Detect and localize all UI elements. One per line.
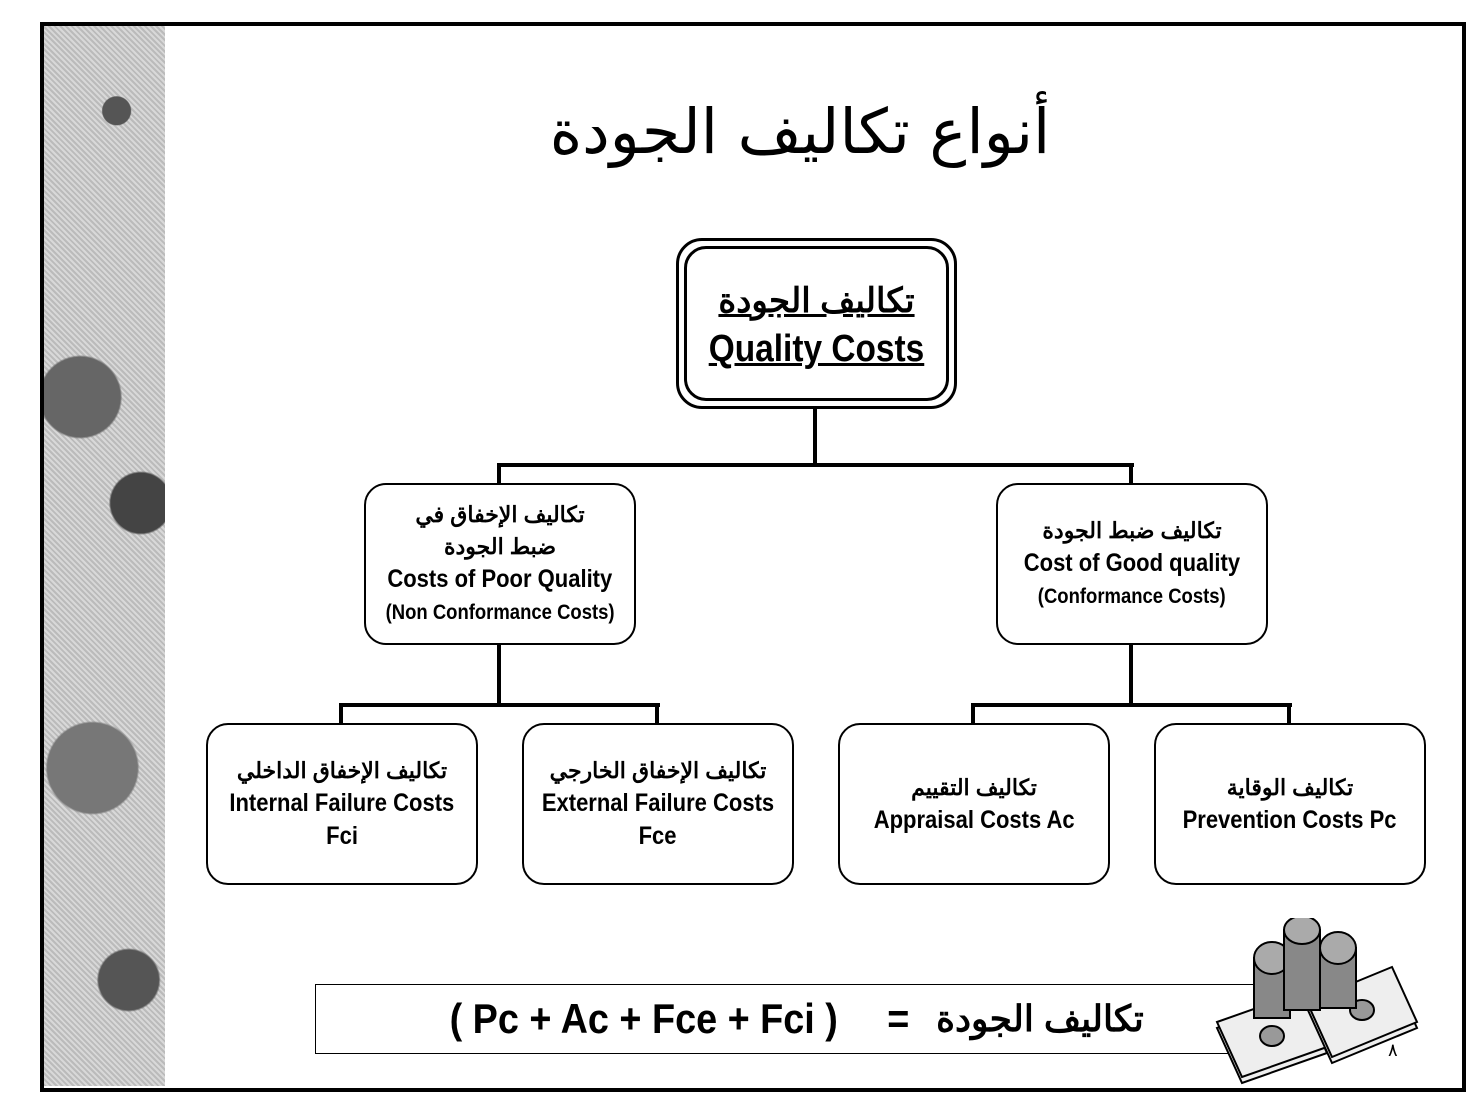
connector <box>971 703 975 725</box>
money-icon <box>1215 918 1419 1085</box>
node-arabic: تكاليف الإخفاق الخارجي <box>549 758 767 783</box>
connector <box>339 703 660 707</box>
node-arabic: ضبط الجودة <box>443 534 557 559</box>
internal-failure-node: تكاليف الإخفاق الداخلي Internal Failure … <box>206 723 478 885</box>
node-english: Prevention Costs Pc <box>1183 805 1397 834</box>
quality-costs-node: تكاليف الجودة Quality Costs <box>676 238 957 409</box>
node-abbr: Fce <box>639 822 677 850</box>
slide-frame <box>40 22 1466 1092</box>
node-english: Cost of Good quality <box>1023 549 1241 577</box>
formula-arabic: تكاليف الجودة <box>936 998 1144 1039</box>
connector <box>1129 643 1133 705</box>
connector <box>813 405 817 467</box>
connector <box>655 703 659 725</box>
node-english: Appraisal Costs Ac <box>873 805 1075 834</box>
prevention-node: تكاليف الوقاية Prevention Costs Pc <box>1154 723 1426 885</box>
node-arabic: تكاليف ضبط الجودة <box>1042 518 1222 543</box>
external-failure-node: تكاليف الإخفاق الخارجي External Failure … <box>522 723 794 885</box>
formula-expression: ( Pc + Ac + Fce + Fci ) <box>449 995 839 1042</box>
slide-title: أنواع تكاليف الجودة <box>549 95 1051 168</box>
node-subtitle: (Conformance Costs) <box>1038 585 1226 608</box>
page-number: ٨ <box>1388 1040 1398 1060</box>
node-english: Quality Costs <box>708 327 925 370</box>
node-subtitle: (Non Conformance Costs) <box>385 601 615 624</box>
node-arabic: تكاليف التقييم <box>911 774 1037 800</box>
connector <box>497 643 501 705</box>
node-english: Costs of Poor Quality <box>387 565 613 593</box>
connector <box>497 463 501 485</box>
appraisal-node: تكاليف التقييم Appraisal Costs Ac <box>838 723 1110 885</box>
node-arabic: تكاليف الجودة <box>718 281 915 320</box>
node-arabic: تكاليف الوقاية <box>1226 774 1354 800</box>
connector <box>1287 703 1291 725</box>
connector <box>497 463 1134 467</box>
node-english: Internal Failure Costs <box>229 789 455 817</box>
connector <box>339 703 343 725</box>
good-quality-node: تكاليف ضبط الجودة Cost of Good quality (… <box>996 483 1268 645</box>
connector <box>1129 463 1133 485</box>
node-arabic: تكاليف الإخفاق في <box>415 502 585 527</box>
quality-cost-formula: ( Pc + Ac + Fce + Fci ) = تكاليف الجودة <box>315 984 1257 1054</box>
node-arabic: تكاليف الإخفاق الداخلي <box>236 758 448 783</box>
gear-background-strip <box>44 26 165 1086</box>
connector <box>971 703 1292 707</box>
poor-quality-node: تكاليف الإخفاق في ضبط الجودة Costs of Po… <box>364 483 636 645</box>
formula-equals: = <box>886 995 909 1042</box>
node-english: External Failure Costs <box>541 789 775 817</box>
node-abbr: Fci <box>326 822 358 850</box>
